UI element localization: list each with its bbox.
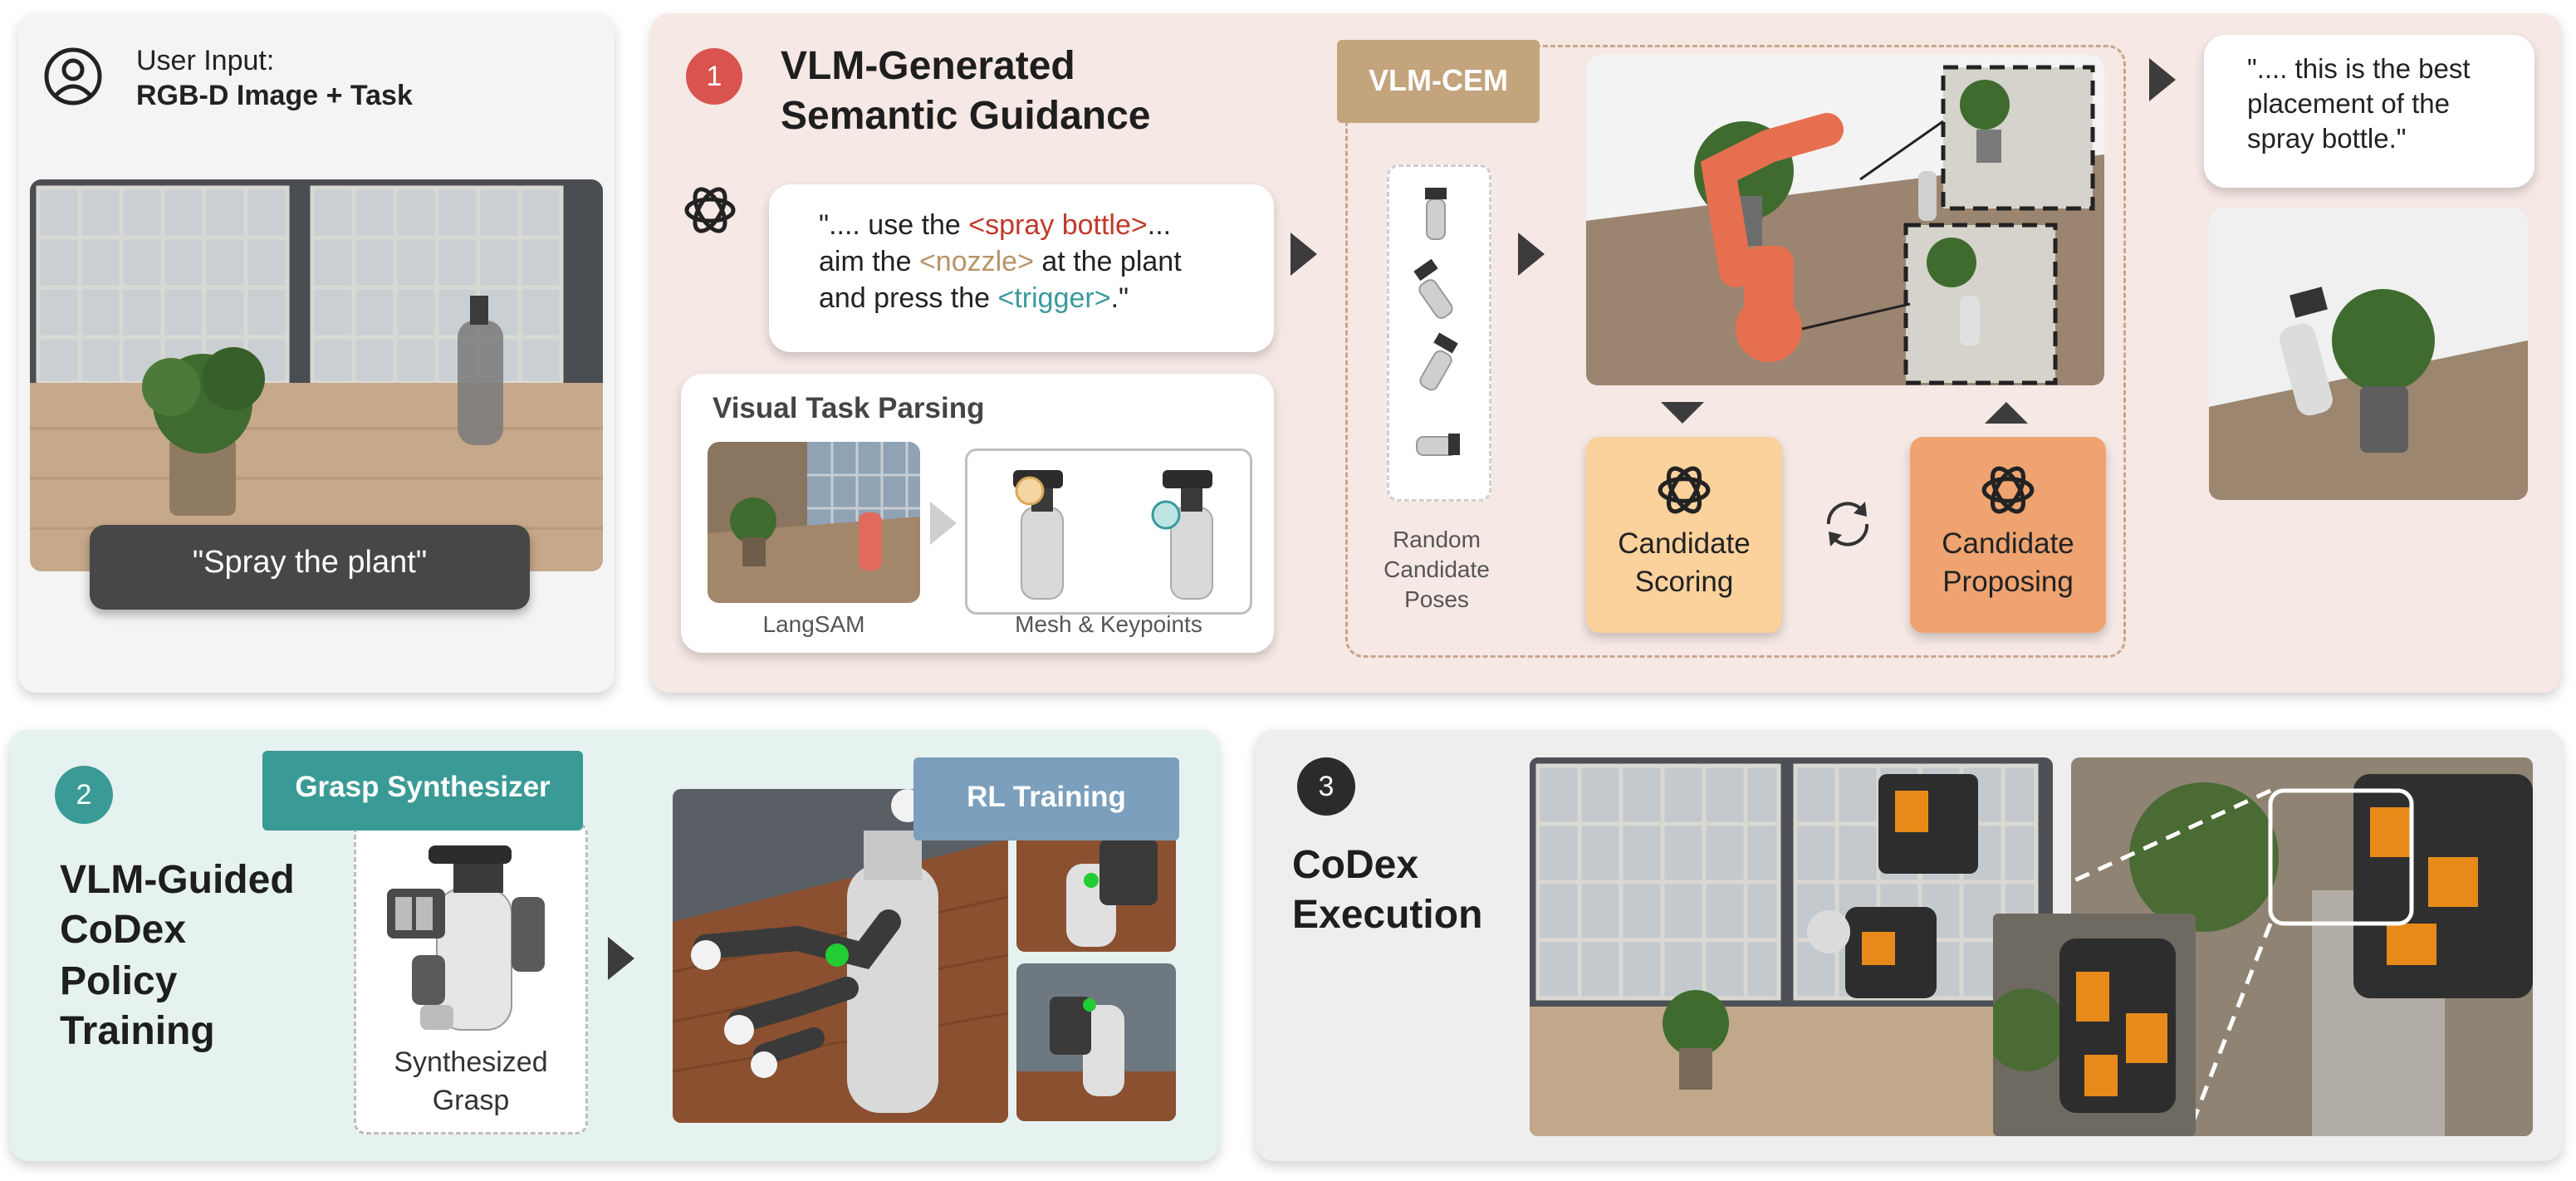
- result-quote-l3: spray bottle.": [2247, 123, 2407, 154]
- rl-side-render-1: [1016, 831, 1176, 952]
- mesh-keypoints-caption: Mesh & Keypoints: [1015, 611, 1202, 637]
- step-1-badge: 1: [686, 48, 742, 105]
- arrow-right-icon: [1290, 233, 1317, 276]
- input-heading-line2: RGB-D Image + Task: [136, 80, 413, 111]
- best-placement-photo: [2209, 208, 2528, 500]
- task-label: "Spray the plant": [192, 545, 428, 580]
- step-2-badge: 2: [55, 766, 113, 824]
- random-poses-label-l3: Poses: [1404, 586, 1469, 612]
- vlm-cem-label: VLM-CEM: [1369, 63, 1508, 97]
- random-poses-label-l2: Candidate: [1383, 556, 1490, 582]
- execution-photo-inset: [1993, 914, 2196, 1136]
- cycle-icon: [1826, 502, 1869, 546]
- scoring-label-l1: Candidate: [1618, 527, 1751, 560]
- arrow-right-icon-3: [2149, 58, 2176, 101]
- openai-logo-icon-scoring: [1658, 466, 1711, 514]
- openai-logo-icon-proposing: [1981, 466, 2035, 514]
- arrow-down-icon: [1661, 402, 1704, 424]
- spray-bottle-tag: <spray bottle>: [968, 209, 1148, 241]
- parsing-title: Visual Task Parsing: [713, 392, 985, 424]
- proposing-label-l1: Candidate: [1942, 527, 2074, 560]
- mesh-bottle-right: [1151, 470, 1213, 600]
- langsam-caption: LangSAM: [762, 611, 865, 637]
- training-title-l1: VLM-Guided: [60, 858, 295, 902]
- task-label-box: [90, 525, 530, 610]
- openai-logo-icon: [684, 187, 736, 233]
- prompt-line-3: and press the <trigger>.": [819, 282, 1129, 314]
- result-quote-card: [2204, 35, 2534, 188]
- training-title-l3: Policy: [60, 959, 178, 1003]
- trigger-tag: <trigger>: [997, 282, 1111, 314]
- input-heading-line1: User Input:: [136, 45, 275, 76]
- vlm-cem-badge: [1337, 40, 1540, 123]
- user-icon: [44, 47, 102, 105]
- random-poses-label-l1: Random: [1393, 527, 1481, 552]
- exec-title-l1: CoDex: [1292, 843, 1419, 887]
- result-quote-l2: placement of the: [2247, 88, 2450, 119]
- execution-photo-main: [1530, 757, 2053, 1136]
- training-title-l2: CoDex: [60, 908, 187, 952]
- rl-training-badge: [913, 757, 1179, 840]
- random-poses-bottles: [1413, 188, 1460, 456]
- grasp-caption-l2: Grasp: [432, 1085, 510, 1116]
- nozzle-tag: <nozzle>: [918, 246, 1034, 277]
- scoring-label-l2: Scoring: [1634, 566, 1734, 598]
- candidate-scoring-box: [1586, 437, 1782, 633]
- guidance-title-line1: VLM-Generated: [781, 44, 1075, 88]
- input-scene-photo: [30, 179, 603, 571]
- robot-render-photo: [1586, 55, 2104, 385]
- exec-title-l2: Execution: [1292, 893, 1483, 937]
- arrow-right-light-icon: [930, 502, 957, 545]
- grasp-synthesizer-badge: [262, 751, 583, 831]
- guidance-title-line2: Semantic Guidance: [781, 94, 1151, 138]
- proposing-label-l2: Proposing: [1942, 566, 2074, 598]
- vlm-cem-region: [1345, 45, 2126, 658]
- training-title-l4: Training: [60, 1009, 215, 1053]
- mesh-bottle-left: [1013, 470, 1064, 600]
- prompt-line-2: aim the <nozzle> at the plant: [819, 246, 1182, 277]
- synthesized-grasp-render: [387, 845, 545, 1031]
- arrow-right-icon-4: [608, 937, 634, 980]
- rl-training-label: RL Training: [967, 781, 1126, 813]
- arrow-up-icon: [1985, 402, 2028, 424]
- prompt-card: [769, 184, 1274, 352]
- grasp-synthesizer-label: Grasp Synthesizer: [295, 771, 551, 803]
- arrow-right-icon-2: [1518, 233, 1545, 276]
- rl-main-render: [673, 789, 1008, 1123]
- prompt-line-1: ".... use the <spray bottle>...: [819, 209, 1172, 241]
- candidate-proposing-box: [1910, 437, 2106, 633]
- langsam-photo: [708, 442, 920, 603]
- grasp-caption-l1: Synthesized: [394, 1046, 548, 1078]
- rl-side-render-2: [1016, 963, 1176, 1121]
- result-quote-l1: ".... this is the best: [2247, 53, 2471, 84]
- step-3-badge: 3: [1297, 757, 1355, 816]
